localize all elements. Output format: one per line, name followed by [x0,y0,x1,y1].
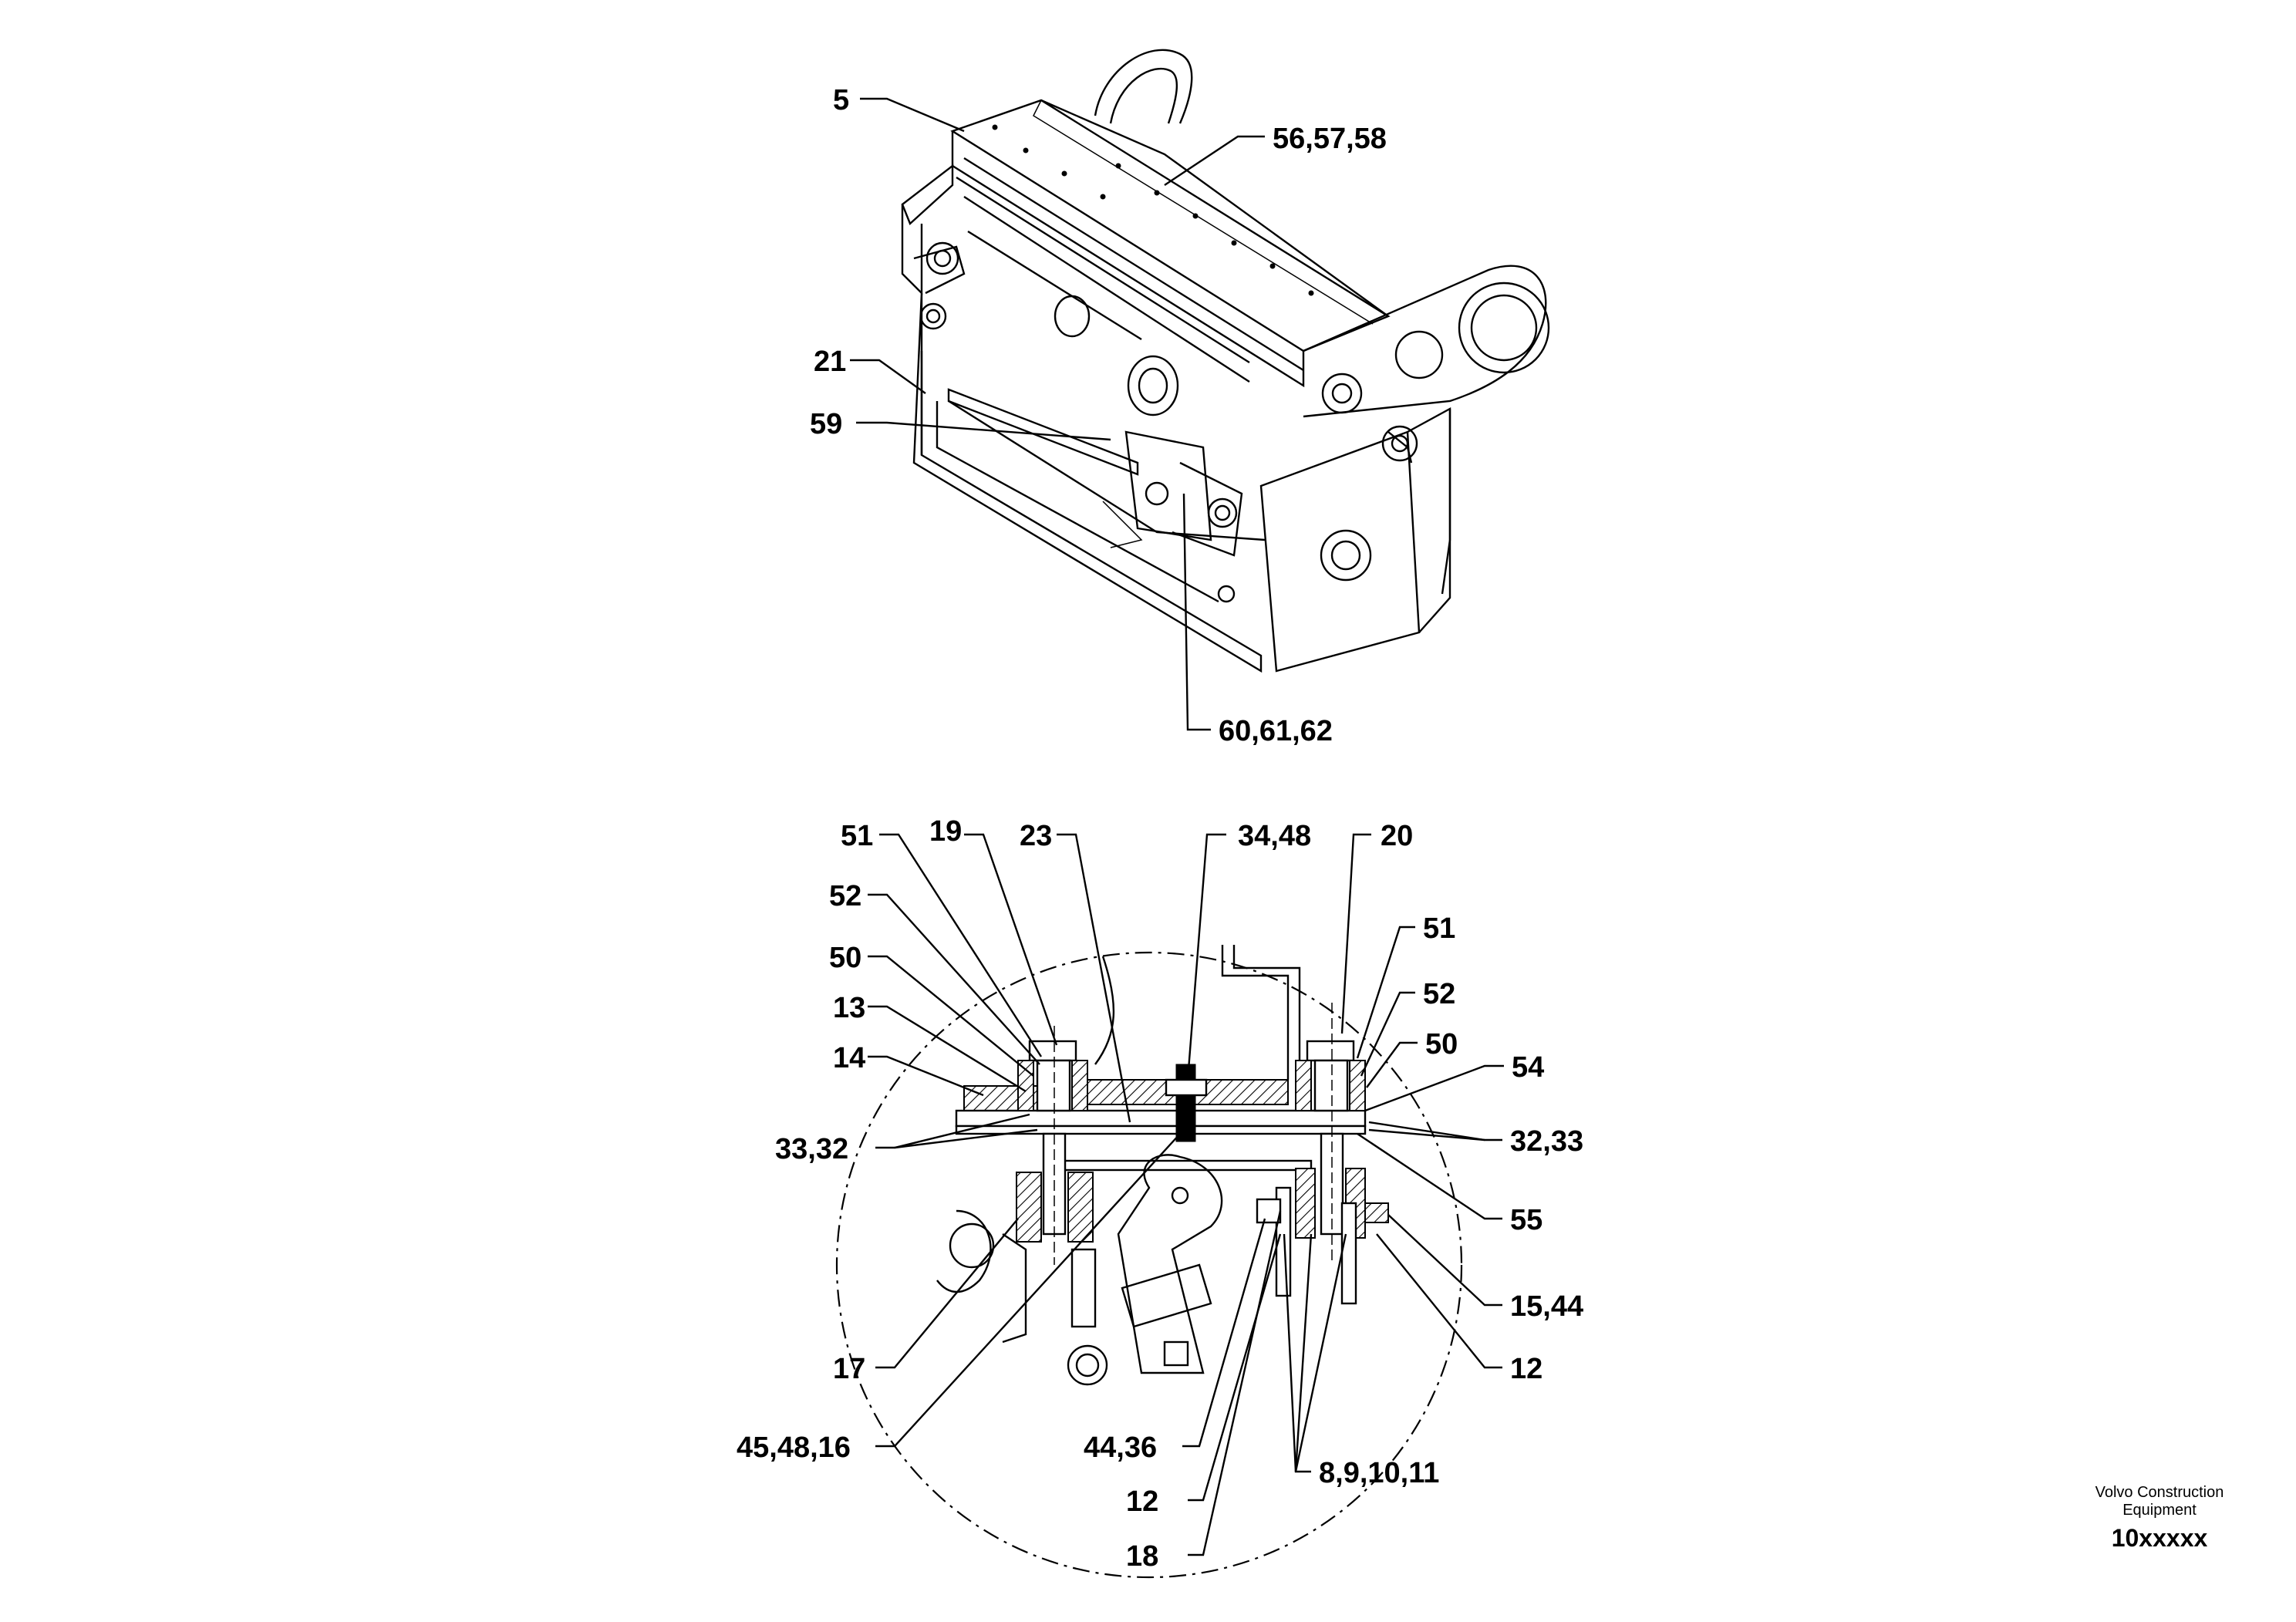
callout-50-left: 50 [829,942,861,974]
callout-12-bottom: 12 [1126,1485,1158,1518]
callout-19: 19 [929,815,962,848]
callout-51-left: 51 [841,820,873,852]
callout-20: 20 [1381,820,1413,852]
callout-14: 14 [833,1042,865,1074]
callout-51-right: 51 [1423,912,1455,945]
callout-56-57-58: 56,57,58 [1273,123,1387,155]
company-name-line2: Equipment [2122,1502,2197,1519]
callout-45-48-16: 45,48,16 [737,1431,851,1464]
callout-8-9-10-11: 8,9,10,11 [1319,1457,1439,1489]
frame-assembly-isometric-view [901,49,1550,673]
callout-12-right: 12 [1510,1353,1542,1385]
callout-15-44: 15,44 [1510,1290,1583,1323]
callout-18: 18 [1126,1540,1158,1573]
title-block: Volvo Construction Equipment 10xxxxx [2095,1484,2224,1552]
callout-44-36: 44,36 [1084,1431,1157,1464]
callout-59: 59 [810,408,842,440]
callout-52-left: 52 [829,880,861,912]
callout-50-right: 50 [1425,1028,1458,1061]
callout-60-61-62: 60,61,62 [1219,715,1333,747]
drawing-number: 10xxxxx [2112,1524,2208,1552]
detail-view-callouts: 51 19 23 34,48 20 52 50 13 14 33,32 51 5… [737,815,1583,1573]
callout-32-33: 32,33 [1510,1125,1583,1158]
callout-54: 54 [1512,1051,1544,1084]
callout-23: 23 [1020,820,1052,852]
callout-33-32: 33,32 [775,1133,848,1165]
callout-34-48: 34,48 [1238,820,1311,852]
callout-5: 5 [833,84,849,116]
upper-view-callouts: 5 56,57,58 21 59 60,61,62 [810,84,1387,747]
callout-13: 13 [833,992,865,1024]
callout-52-right: 52 [1423,978,1455,1010]
callout-21: 21 [814,346,846,378]
leader-lines [850,97,1504,1556]
callout-17: 17 [833,1353,865,1385]
company-name-line1: Volvo Construction [2095,1484,2224,1501]
callout-55: 55 [1510,1204,1542,1236]
